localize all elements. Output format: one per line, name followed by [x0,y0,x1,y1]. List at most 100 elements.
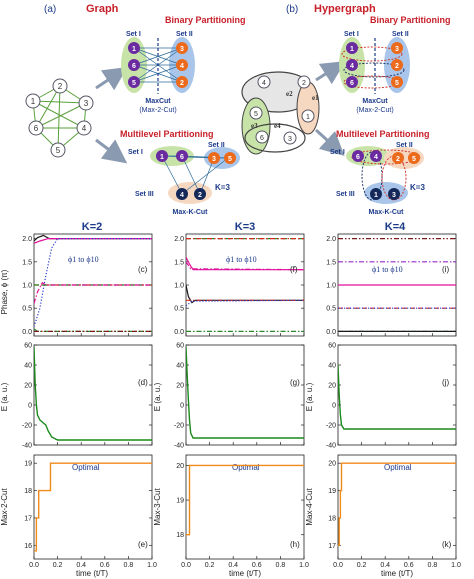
maxcut-label-b: MaxCut [362,98,388,105]
energy-ylabel-2: E (a. u.) [153,382,162,411]
phase-ylabel: Phase, ϕ (π) [0,269,9,314]
optimal-label-h: Optimal [232,463,260,472]
bin-a-node-4: 4 [180,63,184,70]
hyper-node-3: 3 [288,136,292,143]
xlabel-k: time (t/T) [381,569,413,578]
x-tick-label: 0.4 [76,562,86,569]
bin-a-node-1: 1 [132,46,136,53]
binary-title-a: Binary Partitioning [165,15,246,25]
panel-letter: (h) [290,540,300,549]
plot-frame [337,344,457,446]
phase-annotation-i: ϕ1 to ϕ10 [372,265,403,274]
set2-label-b: Set II [392,31,409,38]
maxcut-label-a: MaxCut [145,98,171,105]
multilevel-title-b: Multilevel Partitioning [336,129,430,139]
y-tick-label: 1.0 [326,283,336,290]
bin-a-node-6: 6 [132,63,136,70]
bin-a-node-3: 3 [180,46,184,53]
cut-ylabel-2: Max-3-Cut [153,488,162,526]
y-tick-label: 60 [24,343,32,350]
hyper-multilevel-partition: Multilevel Partitioning 6 4 2 5 1 3 [330,129,430,216]
x-tick-label: 0.2 [357,562,367,569]
hyperedge-e2: e2 [286,90,293,98]
chart-f: 0.00.51.01.52.0(f) [174,233,305,337]
series-line-1 [338,364,456,430]
y-tick-label: 1.0 [22,283,32,290]
y-tick-label: 40 [24,363,32,370]
y-tick-label: 1.5 [174,259,184,266]
set1-ml-a: Set I [128,149,143,156]
phase-annotation-f: ϕ1 to ϕ10 [226,255,257,264]
panel-a-title: Graph [86,3,119,15]
hyperedge-e3: e3 [251,122,258,130]
ml-b-node-6: 6 [356,154,360,161]
cut-ylabel-3: Max-4-Cut [305,488,314,526]
panel-letter: (c) [138,265,148,274]
maxcut-sub-b: (Max-2-Cut) [356,107,393,114]
series-line-6 [34,281,152,304]
panel-letter: (g) [290,378,300,387]
y-tick-label: 18 [176,532,184,539]
column-title-k2: K=2 [82,221,103,233]
graph-node-4: 4 [82,124,87,133]
y-tick-label: 19 [24,461,32,468]
input-graph: 1 2 3 6 4 5 [25,78,94,158]
panel-letter: (i) [442,265,449,274]
panel-letter: (k) [442,540,452,549]
panel-b-label: (b) [286,4,298,15]
set3-ml-a: Set III [135,191,154,198]
y-tick-label: 0.5 [326,306,336,313]
series-line-1 [338,462,456,546]
x-tick-label: 0.6 [404,562,414,569]
chart-c: 0.00.51.01.52.0(c) [22,233,153,337]
arrow-to-multilevel-b [314,128,345,157]
series-line-1 [34,346,152,441]
y-tick-label: 20 [328,461,336,468]
ml-a-node-6: 6 [180,154,184,161]
panel-letter: (d) [138,378,148,387]
y-tick-label: 19 [328,488,336,495]
bin-b-node-4: 4 [350,63,354,70]
hyperedge-e4: e4 [274,122,281,130]
y-tick-label: 0 [28,403,32,410]
set3-ml-b: Set III [336,191,355,198]
arrow-to-binary-b [315,61,346,85]
column-title-k4: K=4 [385,221,406,233]
set2-label-a: Set II [176,31,193,38]
y-tick-label: -40 [326,443,336,450]
hyper-node-1: 1 [306,114,310,121]
x-tick-label: 0.6 [252,562,262,569]
y-tick-label: 0.0 [174,329,184,336]
graph-node-2: 2 [58,82,63,91]
binary-title-b: Binary Partitioning [370,15,451,25]
y-tick-label: 20 [176,383,184,390]
ml-a-node-2: 2 [198,192,202,199]
y-tick-label: 20 [328,383,336,390]
y-tick-label: 0.5 [22,306,32,313]
bin-b-node-6: 6 [350,80,354,87]
ml-a-node-5: 5 [228,156,232,163]
series-line-3 [34,238,152,327]
y-tick-label: 20 [176,463,184,470]
y-tick-label: 0 [332,403,336,410]
panel-letter: (j) [442,378,449,387]
optimal-label-k: Optimal [384,463,412,472]
y-tick-label: 16 [24,543,32,550]
x-tick-label: 0.8 [276,562,286,569]
bin-b-node-3: 3 [395,46,399,53]
series-line-1 [186,346,304,439]
panel-a-label: (a) [44,4,56,15]
x-tick-label: 0.0 [181,562,191,569]
hyperedge-e1: e1 [312,94,319,102]
xlabel-h: time (t/T) [229,569,261,578]
phase-annotation-c: ϕ1 to ϕ10 [68,255,99,264]
bin-b-node-1: 1 [350,46,354,53]
maxkcut-label-b: Max-K-Cut [369,209,405,216]
y-tick-label: 60 [328,343,336,350]
ml-b-node-1: 1 [374,192,378,199]
series-line-2 [34,238,152,244]
